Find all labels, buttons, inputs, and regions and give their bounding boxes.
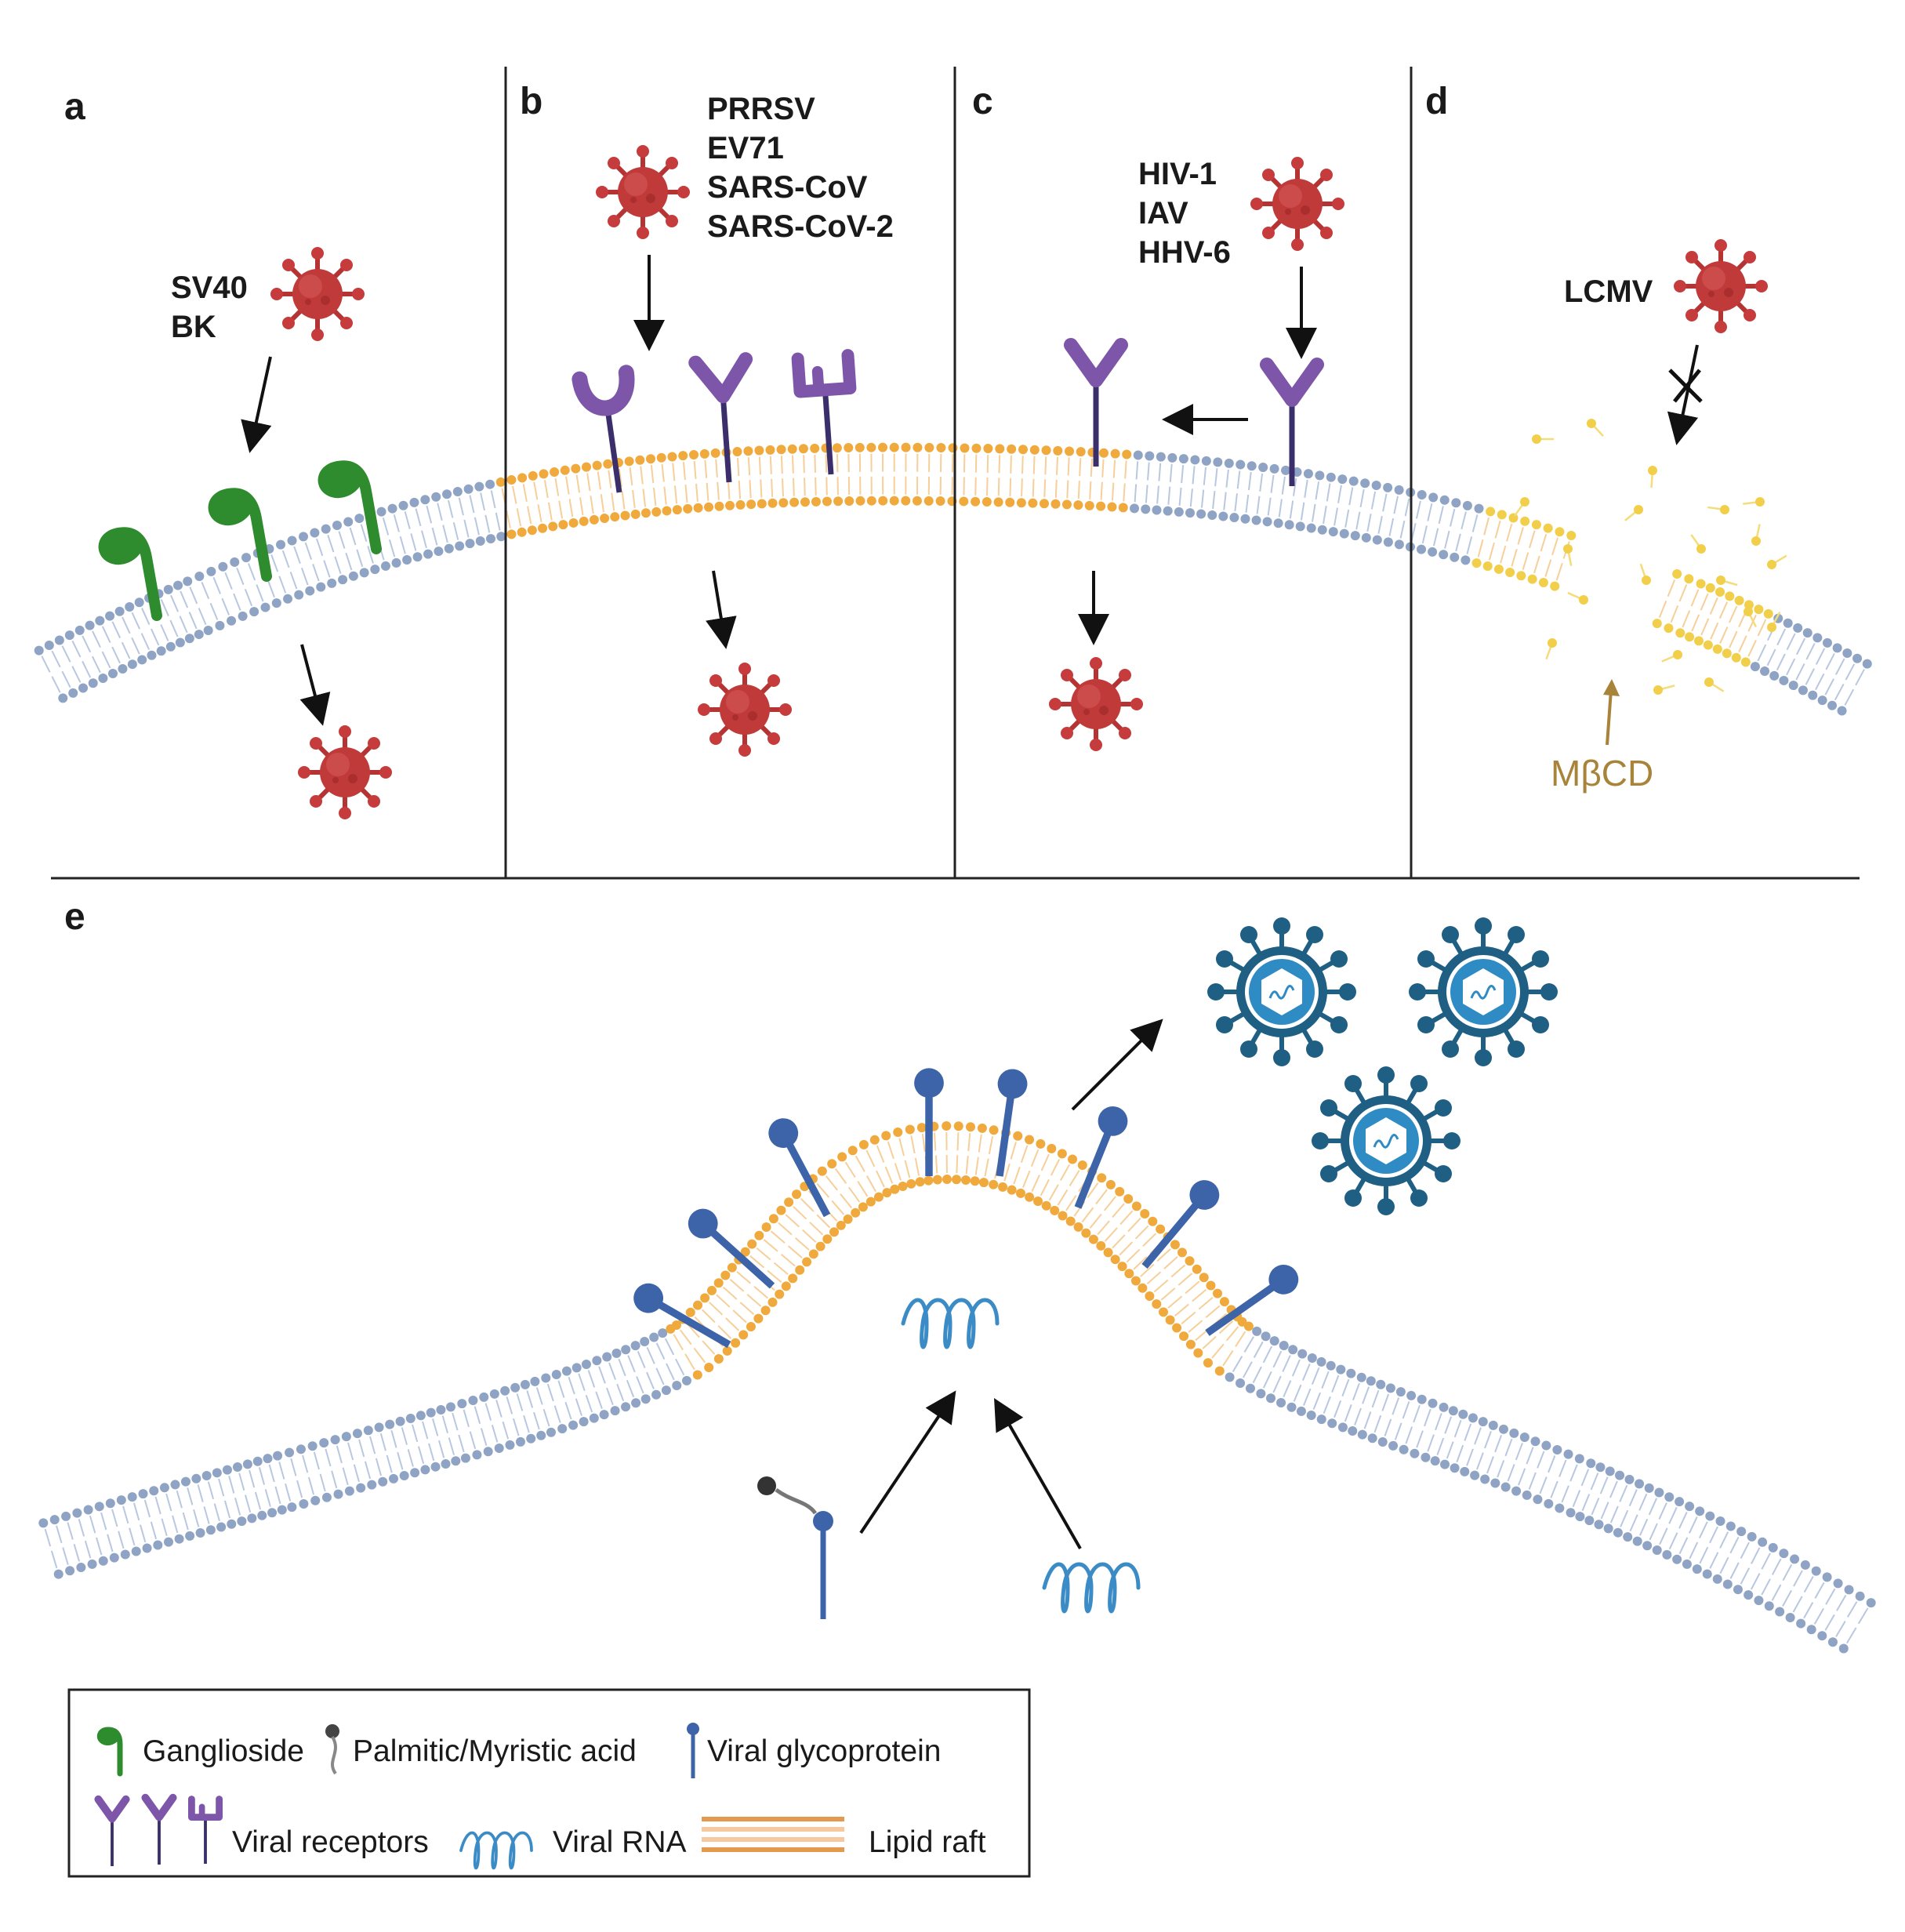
viral-glycoprotein-icon [764, 1113, 840, 1222]
legend-receptors: Viral receptors [232, 1825, 429, 1859]
legend-rna: Viral RNA [553, 1825, 687, 1859]
panel-letter-b: b [520, 81, 542, 122]
legend-palmitic: Palmitic/Myristic acid [353, 1734, 637, 1768]
arrow-icon [302, 645, 321, 720]
virus-icon [298, 725, 392, 819]
viral-receptor-icon [579, 372, 642, 496]
panel-letter-e: e [64, 896, 85, 938]
mbcd-arrowhead-icon [1603, 679, 1620, 696]
virion-icon [1409, 917, 1558, 1066]
legend-ganglioside: Ganglioside [143, 1734, 304, 1768]
viral-rna-icon [903, 1300, 997, 1347]
virus-label-ev71: EV71 [707, 131, 784, 165]
arrow-icon [1072, 1023, 1159, 1109]
virion-icon [1312, 1066, 1460, 1215]
acylated-glycoprotein-icon [757, 1476, 833, 1619]
arrow-icon [713, 571, 725, 643]
viral-glycoprotein-icon [1134, 1174, 1225, 1276]
virion-icon [1207, 917, 1356, 1066]
viral-glycoprotein-icon [1199, 1259, 1304, 1346]
virus-label-sv40: SV40 [171, 271, 248, 305]
panel-letter-c: c [972, 81, 993, 122]
virus-label-bk: BK [171, 310, 216, 344]
virus-label-prrsv: PRRSV [707, 92, 815, 126]
virus-icon [1049, 657, 1143, 751]
viral-glycoprotein-icon [682, 1203, 782, 1297]
viral-receptor-icon [695, 359, 754, 484]
virus-label-sars-cov-2: SARS-CoV-2 [707, 209, 894, 244]
arrow-icon [251, 357, 270, 447]
virus-icon [698, 663, 792, 757]
virus-label-hiv-1: HIV-1 [1138, 157, 1217, 191]
virus-icon [596, 145, 690, 239]
panel-letter-d: d [1425, 81, 1448, 122]
virus-label-lcmv: LCMV [1564, 274, 1653, 309]
panel-letter-a: a [64, 86, 85, 128]
mbcd-label: MβCD [1551, 753, 1653, 794]
legend-glycoprotein: Viral glycoprotein [707, 1734, 941, 1768]
arrow-icon [997, 1404, 1080, 1549]
viral-glycoprotein-icon [985, 1067, 1029, 1178]
viral-receptor-icon [798, 355, 856, 476]
viral-rna-icon [1044, 1564, 1138, 1611]
legend-raft: Lipid raft [869, 1825, 986, 1859]
virus-label-sars-cov: SARS-CoV [707, 170, 868, 205]
bud-glycoproteins [628, 1067, 1304, 1357]
virus-label-hhv-6: HHV-6 [1138, 235, 1231, 270]
legend: Ganglioside Palmitic/Myristic acid Viral… [69, 1690, 1029, 1876]
virus-icon [1674, 239, 1768, 333]
virus-icon [270, 247, 365, 341]
arrow-icon [861, 1396, 952, 1533]
virus-icon [1250, 157, 1344, 251]
viral-glycoprotein-icon [914, 1068, 944, 1176]
extracted-lipids [1515, 419, 1787, 695]
mbcd-arrow-icon [1607, 690, 1611, 745]
virus-label-iav: IAV [1138, 196, 1188, 231]
